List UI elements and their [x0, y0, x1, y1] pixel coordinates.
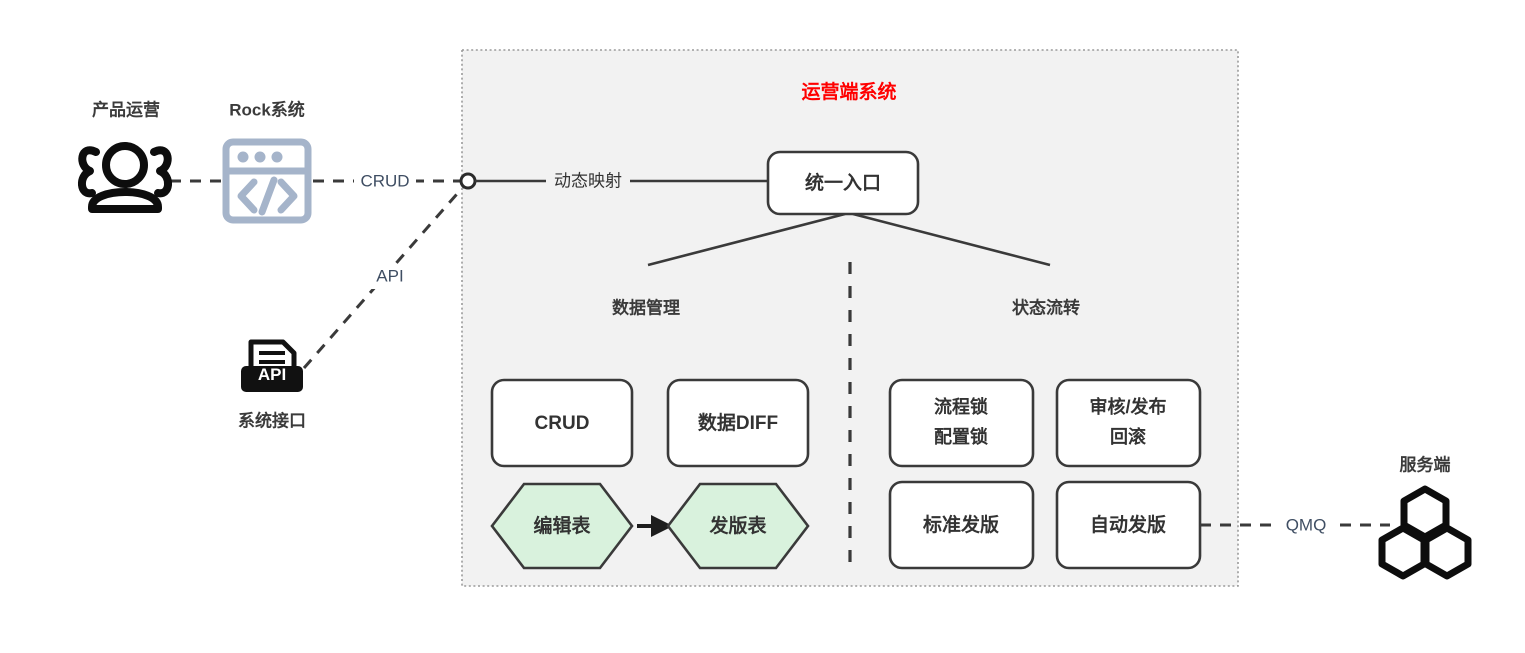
node-auto-release[interactable] [1055, 480, 1202, 570]
node-auto-release-label: 自动发版 [1090, 513, 1166, 536]
edge-label-bg-crud [354, 169, 416, 193]
node-unified-entry-label: 统一入口 [805, 171, 881, 194]
node-publish-table[interactable] [666, 482, 810, 570]
node-data-diff-label: 数据DIFF [698, 411, 778, 434]
browser-code-icon [222, 138, 312, 224]
node-process-lock-label-line1: 流程锁 [934, 396, 988, 417]
edge-label-bg-api [368, 265, 412, 289]
edge-label-bg-qmq [1278, 513, 1334, 537]
node-review-rollback-label-line2: 回滚 [1110, 426, 1147, 447]
edge-entry-to-state-flow [852, 212, 1051, 267]
node-standard-release-label: 标准发版 [923, 513, 999, 536]
edge-entry-to-data-management [647, 212, 846, 267]
edge-label-crud: CRUD [360, 171, 409, 190]
node-unified-entry[interactable] [766, 150, 920, 216]
arrow-edit-to-publish-icon [637, 515, 673, 537]
actor-label-system-api: 系统接口 [238, 410, 306, 430]
actor-label-server-side: 服务端 [1400, 454, 1451, 474]
node-crud[interactable] [490, 378, 634, 468]
node-review-rollback[interactable] [1055, 378, 1202, 468]
node-publish-table-label: 发版表 [708, 514, 767, 537]
node-crud-label: CRUD [535, 413, 590, 434]
api-document-icon: API [241, 339, 303, 392]
edge-label-api: API [376, 266, 403, 285]
node-data-diff[interactable] [666, 378, 810, 468]
group-title-data-management: 数据管理 [612, 297, 680, 317]
node-standard-release[interactable] [888, 480, 1035, 570]
junction-node [459, 172, 477, 190]
edge-label-bg-dynamic-mapping [546, 168, 630, 194]
node-process-lock[interactable] [888, 378, 1035, 468]
edge-label-qmq: QMQ [1286, 515, 1327, 534]
hexagon-cluster-icon [1378, 485, 1472, 580]
edge-label-dynamic-mapping: 动态映射 [554, 171, 622, 190]
group-title-state-flow: 状态流转 [1012, 297, 1080, 317]
people-group-icon [78, 142, 172, 213]
actor-label-rock-system: Rock系统 [229, 99, 305, 119]
node-edit-table[interactable] [490, 482, 634, 570]
panel-title: 运营端系统 [801, 80, 896, 103]
node-process-lock-label-line2: 配置锁 [934, 426, 988, 447]
actor-label-product-ops: 产品运营 [92, 99, 160, 119]
node-review-rollback-label-line1: 审核/发布 [1089, 396, 1166, 417]
svg-text:API: API [258, 365, 286, 384]
node-edit-table-label: 编辑表 [533, 514, 591, 537]
